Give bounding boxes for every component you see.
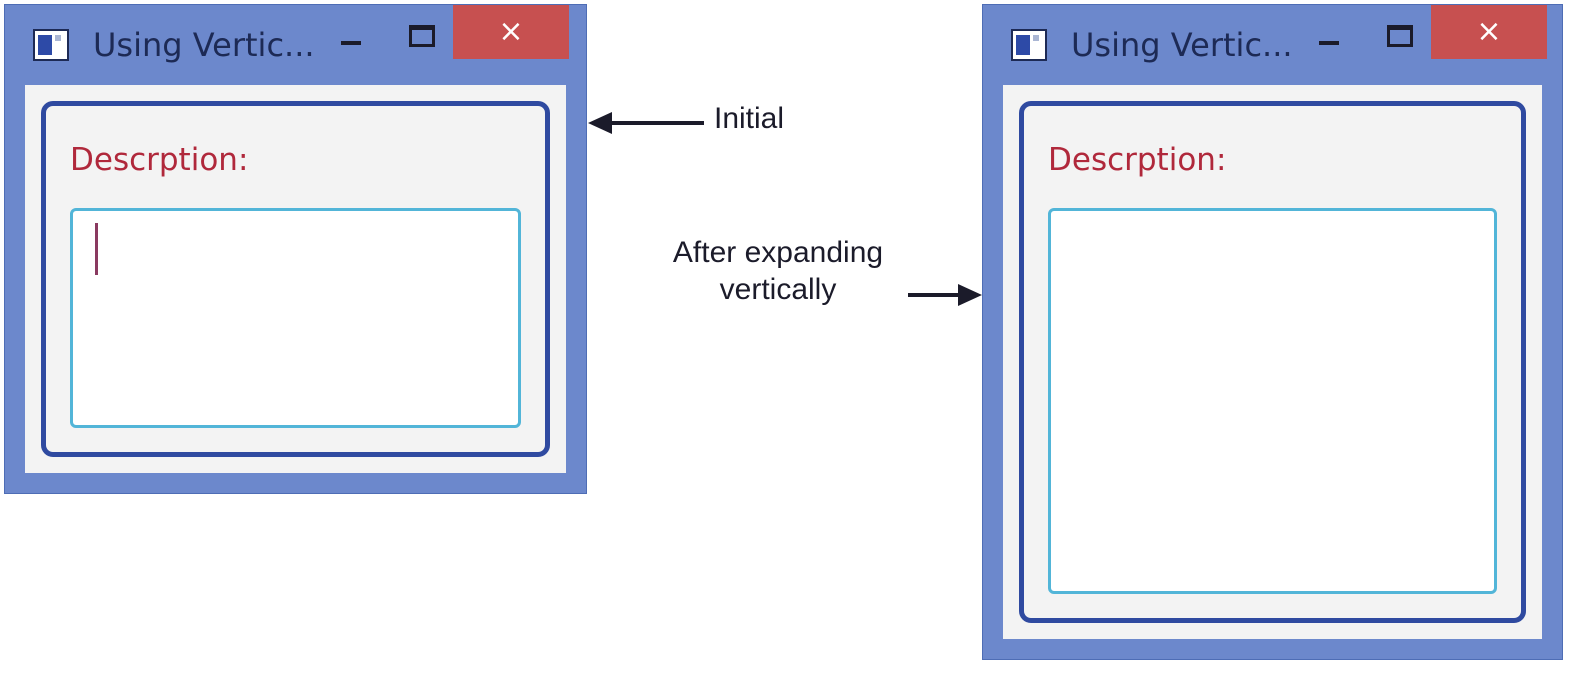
content-border: Descrption:	[1019, 101, 1526, 623]
window-title: Using Vertic...	[93, 26, 315, 64]
description-label: Descrption:	[1048, 142, 1227, 178]
description-textbox[interactable]	[1048, 208, 1497, 594]
maximize-button[interactable]	[1383, 19, 1417, 53]
minimize-icon	[1319, 41, 1339, 45]
description-textbox[interactable]	[70, 208, 521, 428]
minimize-button[interactable]	[1313, 27, 1345, 59]
maximize-button[interactable]	[405, 19, 439, 53]
window-initial: Using Vertic... × Descrption:	[4, 4, 587, 494]
annotation-initial: Initial	[714, 102, 785, 135]
minimize-button[interactable]	[335, 27, 367, 59]
close-icon: ×	[498, 14, 524, 49]
close-button[interactable]: ×	[1431, 5, 1547, 59]
title-bar[interactable]: Using Vertic... ×	[5, 5, 586, 85]
minimize-icon	[341, 41, 361, 45]
maximize-icon	[1387, 25, 1413, 47]
arrow-right-icon	[908, 284, 982, 306]
arrow-left-icon	[588, 112, 704, 134]
client-area: Descrption:	[1003, 85, 1542, 639]
text-caret	[95, 223, 98, 275]
app-window-icon	[1011, 29, 1047, 61]
app-window-icon	[33, 29, 69, 61]
client-area: Descrption:	[25, 85, 566, 473]
maximize-icon	[409, 25, 435, 47]
window-title: Using Vertic...	[1071, 26, 1293, 64]
annotation-expanded: After expanding vertically	[650, 234, 906, 308]
close-icon: ×	[1476, 14, 1502, 49]
description-label: Descrption:	[70, 142, 249, 178]
annotation-expanded-line2: vertically	[719, 273, 837, 306]
close-button[interactable]: ×	[453, 5, 569, 59]
window-expanded: Using Vertic... × Descrption:	[982, 4, 1563, 660]
title-bar[interactable]: Using Vertic... ×	[983, 5, 1562, 85]
content-border: Descrption:	[41, 101, 550, 457]
annotation-expanded-line1: After expanding	[672, 236, 884, 269]
